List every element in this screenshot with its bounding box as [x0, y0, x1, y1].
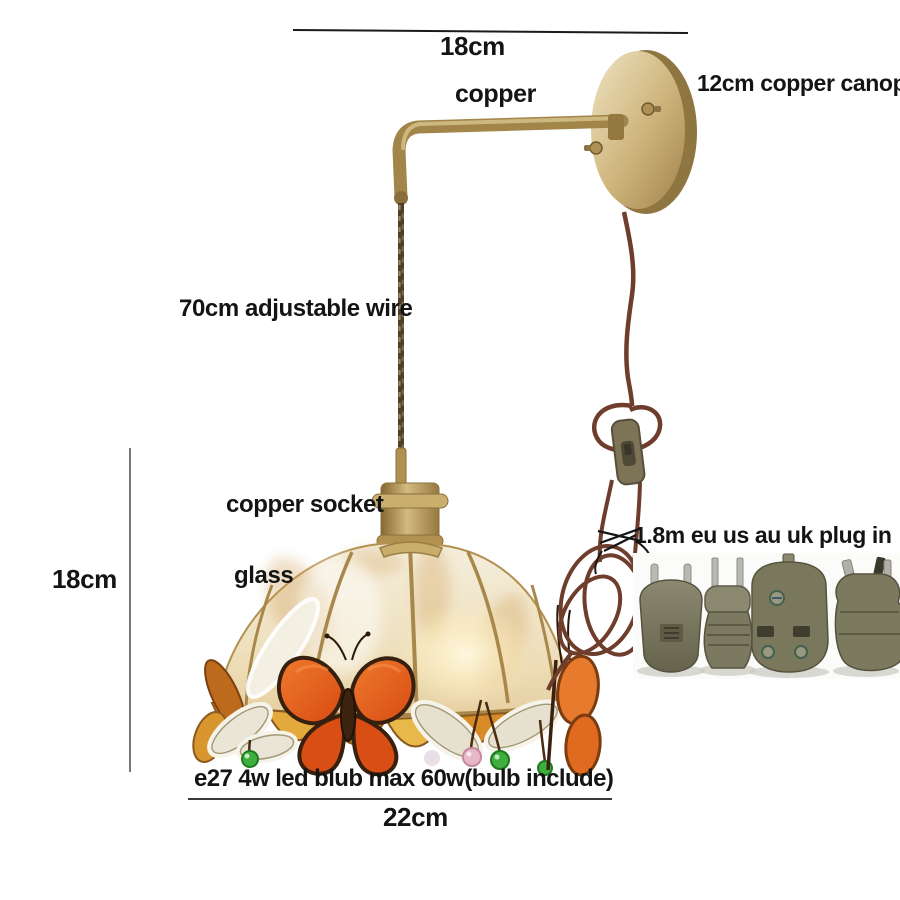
us-plug: [703, 557, 753, 669]
canopy-label: 12cm copper canopy: [697, 70, 900, 96]
bulb-spec-label: e27 4w led blub max 60w(bulb include): [194, 765, 614, 792]
copper-canopy: [584, 50, 697, 214]
uk-plug: [751, 553, 829, 673]
copper-arm: [392, 114, 629, 205]
top-dimension-line: [292, 29, 689, 34]
butterfly-side: [546, 604, 602, 777]
bottom-width-label: 22cm: [383, 802, 448, 832]
socket-label: copper socket: [226, 491, 384, 518]
shade-height-label: 18cm: [52, 564, 117, 594]
inline-switch: [610, 418, 646, 486]
adjustable-wire: [398, 203, 404, 460]
butterfly: [277, 631, 416, 777]
plug-strip-photo: [633, 553, 900, 679]
arm-material-label: copper: [455, 80, 536, 108]
shade-material-label: glass: [234, 562, 294, 589]
top-width-label: 18cm: [440, 31, 505, 61]
eu-plug: [639, 563, 703, 673]
au-plug: [834, 556, 900, 672]
glass-leaf-pair-left: [207, 701, 298, 764]
wire-label: 70cm adjustable wire: [179, 295, 413, 322]
bulb-glow: [398, 603, 534, 707]
glass-beads: [241, 747, 553, 776]
plug-label: 1.8m eu us au uk plug in: [634, 522, 892, 548]
